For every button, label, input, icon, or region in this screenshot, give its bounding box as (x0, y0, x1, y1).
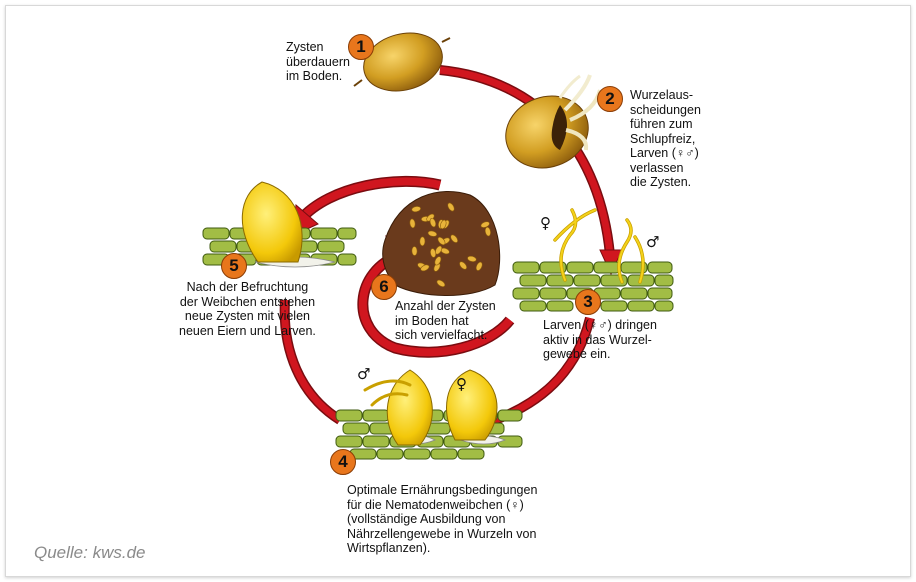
step-3-text: Larven (♀♂) dringen aktiv in das Wurzel-… (543, 318, 657, 362)
step-5-badge: 5 (221, 253, 247, 279)
source-caption: Quelle: kws.de (34, 543, 146, 563)
step-6-text: Anzahl der Zysten im Boden hat sich verv… (395, 299, 496, 343)
male-symbol-step-4: ♂ (357, 365, 370, 383)
step-2-badge: 2 (597, 86, 623, 112)
step-2-text: Wurzelaus- scheidungen führen zum Schlup… (630, 88, 701, 190)
male-symbol-step-3: ♂ (646, 233, 659, 251)
step-6-badge: 6 (371, 274, 397, 300)
female-symbol-step-4: ♀ (456, 375, 467, 393)
step-5-text: Nach der Befruchtung der Weibchen entste… (179, 280, 316, 338)
step-1-text: Zysten überdauern im Boden. (286, 40, 350, 84)
step-1-badge: 1 (348, 34, 374, 60)
small-cyst (420, 237, 425, 246)
female-symbol-step-3: ♀ (540, 214, 551, 232)
soil-with-cysts-6-illustration (383, 191, 500, 295)
step-3-badge: 3 (575, 289, 601, 315)
step-4-text: Optimale Ernährungsbedingungen für die N… (347, 483, 537, 556)
root-4-illustration (336, 370, 522, 459)
step-4-badge: 4 (330, 449, 356, 475)
small-cyst (412, 246, 418, 255)
